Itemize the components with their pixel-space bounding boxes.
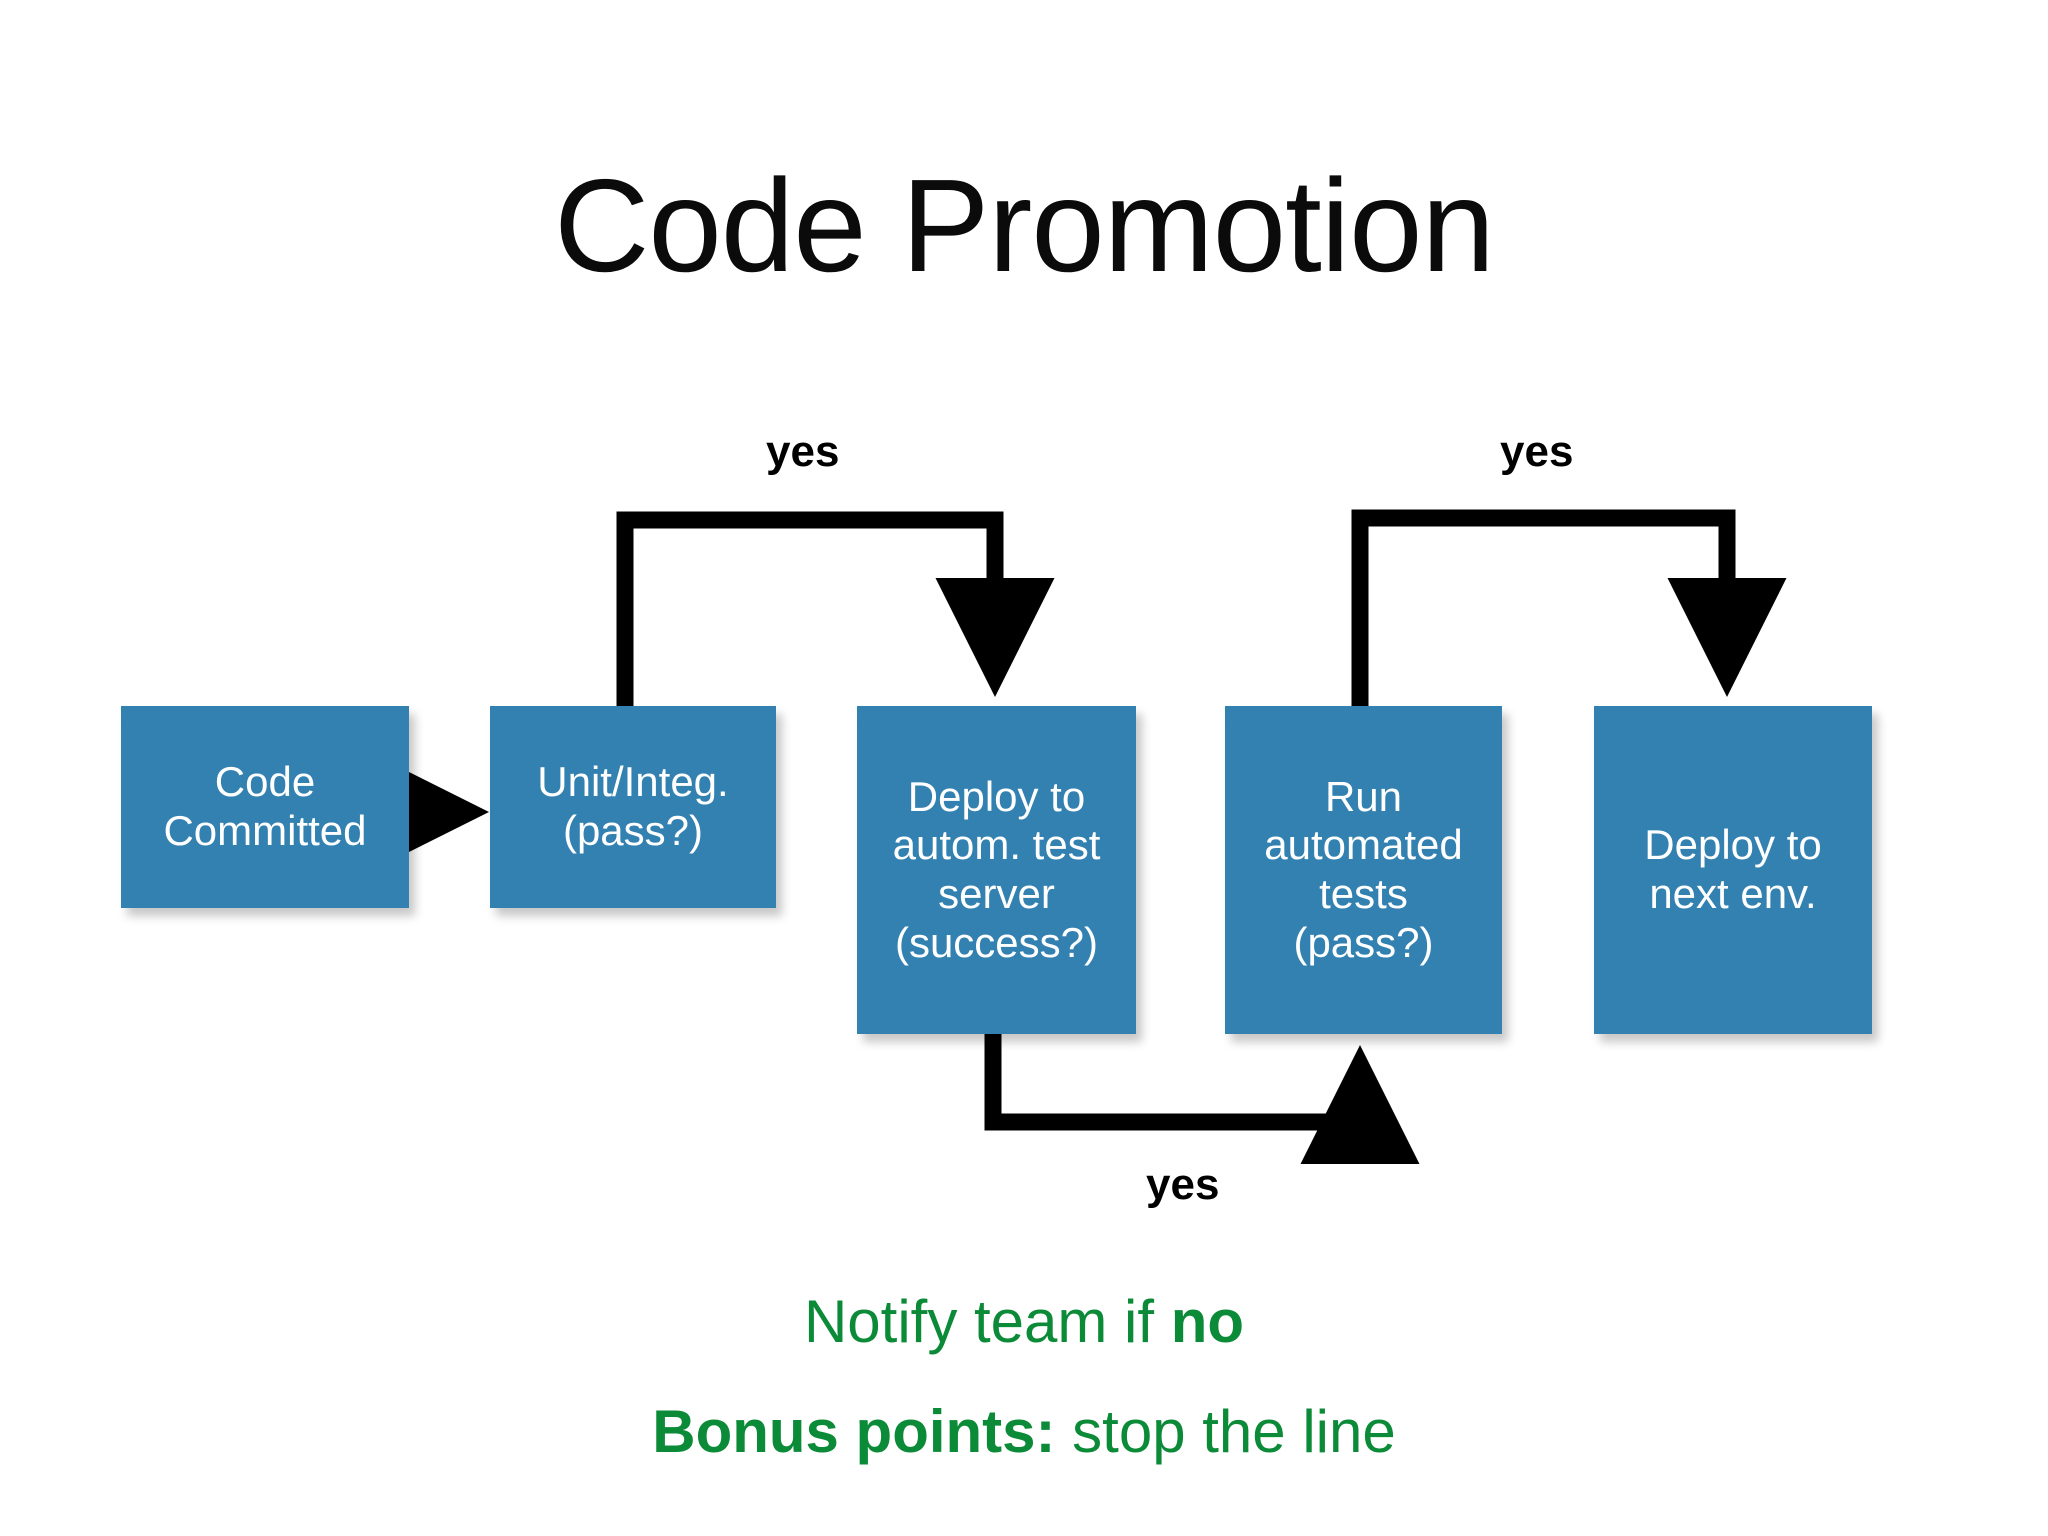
- arrow-unit-yes-to-deploy-test: [616, 511, 1055, 706]
- flow-box-deploy-to-autom-test-server[interactable]: Deploy to autom. test server (success?): [857, 706, 1136, 1034]
- flow-box-label: Code Committed: [163, 758, 367, 854]
- arrow-runtests-yes-to-deploynext: [1351, 509, 1787, 706]
- flow-box-unit-integ[interactable]: Unit/Integ. (pass?): [490, 706, 776, 908]
- page-title: Code Promotion: [554, 152, 1495, 299]
- connector-label-yes-1: yes: [766, 427, 840, 476]
- note-bonus-points: Bonus points: stop the line: [0, 1400, 2048, 1463]
- flow-box-label: Run automated tests (pass?): [1264, 772, 1463, 966]
- flow-box-code-committed[interactable]: Code Committed: [121, 706, 409, 908]
- note-line1-bold: no: [1170, 1288, 1245, 1355]
- connector-label-yes-2: yes: [1500, 427, 1574, 476]
- note-line2-bold: Bonus points:: [652, 1398, 1056, 1465]
- flow-box-label: Unit/Integ. (pass?): [537, 758, 729, 854]
- connector-label-yes-3: yes: [1146, 1160, 1220, 1209]
- flow-box-run-automated-tests[interactable]: Run automated tests (pass?): [1225, 706, 1502, 1034]
- arrow-deploytest-yes-to-runtests: [984, 1034, 1420, 1164]
- flow-box-deploy-to-next-env[interactable]: Deploy to next env.: [1594, 706, 1872, 1034]
- flow-box-label: Deploy to next env.: [1644, 821, 1822, 917]
- note-line1-plain: Notify team if: [803, 1288, 1171, 1355]
- note-notify-team: Notify team if no: [0, 1290, 2048, 1353]
- note-line2-plain: stop the line: [1055, 1398, 1396, 1465]
- flow-box-label: Deploy to autom. test server (success?): [892, 772, 1101, 966]
